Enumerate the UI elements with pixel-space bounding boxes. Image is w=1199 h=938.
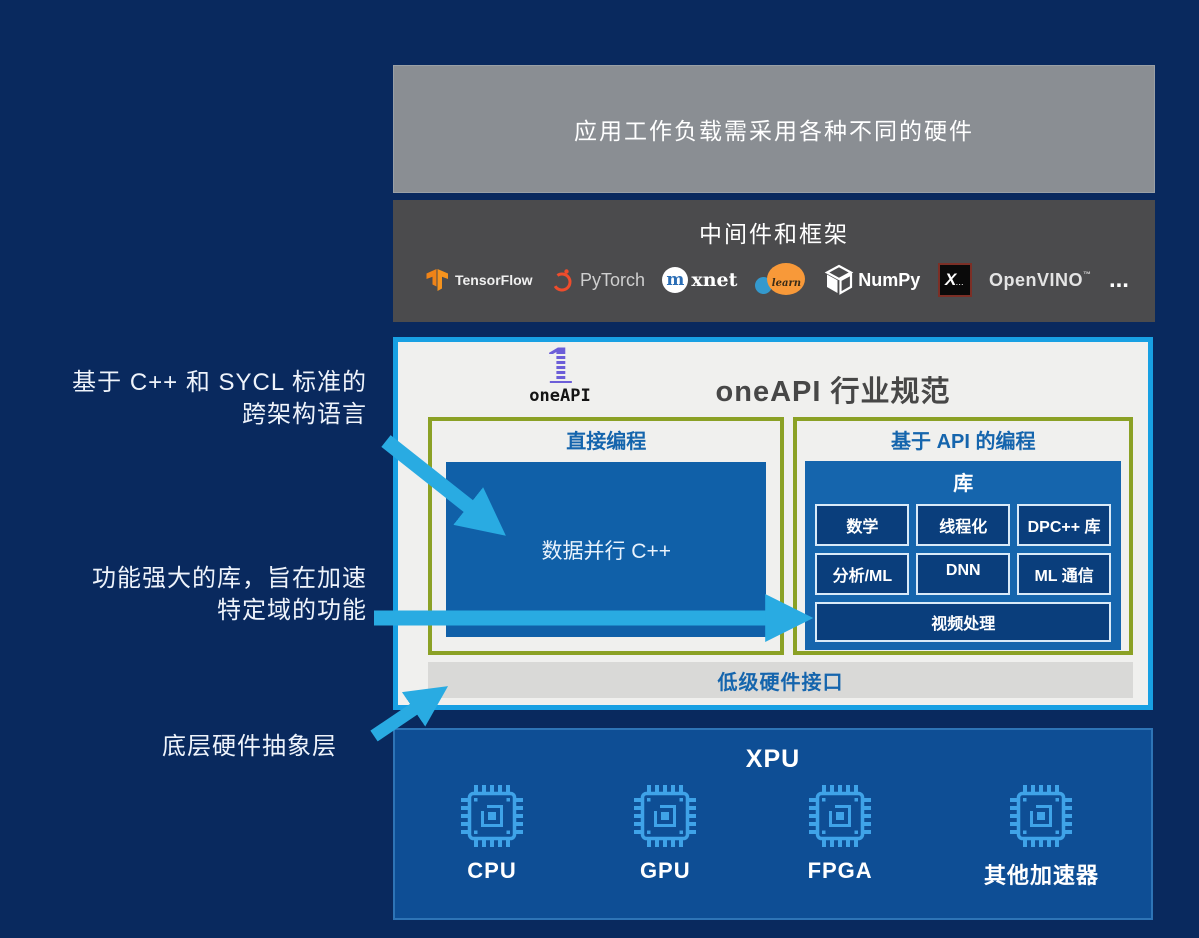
numpy-label: NumPy [858,269,921,290]
processor-cpu: CPU [461,785,523,890]
data-parallel-cpp-label: 数据并行 C++ [541,539,671,563]
processor-fpga: FPGA [808,785,873,890]
library-container: 库 数学 线程化 DPC++ 库 分析/ML DNN ML 通信 视频处理 [805,461,1121,650]
language-annotation: 基于 C++ 和 SYCL 标准的 跨架构语言 [72,369,367,428]
application-workloads-box: 应用工作负载需采用各种不同的硬件 [393,65,1155,193]
processor-row: CPU GPU [395,774,1151,890]
framework-logo-row: TensorFlow PyTorch m xnet learn [425,263,1129,297]
api-programming-header: 基于 API 的编程 [891,431,1036,453]
xgboost-logo: X... [937,263,972,297]
data-parallel-cpp-box: 数据并行 C++ [446,462,767,637]
oneapi-spec-box: 1 oneAPI oneAPI 行业规范 直接编程 数据并行 C++ 基于 AP… [393,337,1153,710]
xpu-box: XPU CPU [393,728,1153,920]
tensorflow-label: TensorFlow [455,272,533,288]
low-level-hw-interface-bar: 低级硬件接口 [428,662,1133,698]
spec-title: oneAPI 行业规范 [715,376,951,408]
processor-gpu: GPU [634,785,697,890]
pytorch-logo: PyTorch [550,266,645,294]
scikit-learn-logo: learn [754,263,807,297]
numpy-icon [824,264,854,295]
chip-icon [461,785,523,847]
tensorflow-logo: TensorFlow [425,268,533,293]
processor-other-accelerators: 其他加速器 [984,785,1099,890]
more-frameworks: ... [1108,266,1129,293]
direct-programming-header: 直接编程 [566,431,647,453]
other-accelerators-label: 其他加速器 [983,863,1099,888]
direct-programming-panel: 直接编程 数据并行 C++ [428,417,785,655]
xpu-title: XPU [745,745,801,773]
chip-icon [634,785,697,847]
library-button-grid: 数学 线程化 DPC++ 库 分析/ML DNN ML 通信 [815,504,1111,595]
oneapi-logo-wordmark: oneAPI [529,386,591,406]
fpga-label: FPGA [807,858,873,883]
library-math: 数学 [815,504,910,546]
pytorch-icon [552,269,572,292]
library-dnn: DNN [916,553,1011,595]
scikit-learn-label: learn [771,278,801,289]
openvino-logo: OpenVINO™ [989,270,1092,291]
xgboost-label: X [944,270,957,289]
middleware-title: 中间件和框架 [699,221,849,247]
library-video-processing: 视频处理 [815,602,1111,642]
pytorch-label: PyTorch [579,269,645,290]
library-dpcpp: DPC++ 库 [1017,504,1111,546]
xgboost-icon: X... [937,263,972,297]
library-analytics-ml: 分析/ML [815,553,910,595]
oneapi-logo-icon: 1 [543,343,576,391]
mxnet-label: xnet [691,269,738,291]
library-ml-comm: ML 通信 [1017,553,1111,595]
oneapi-logo: 1 oneAPI [520,343,600,406]
middleware-frameworks-box: 中间件和框架 TensorFlow PyTorch m xnet [393,200,1155,322]
ellipsis-icon: ... [1108,266,1129,293]
tensorflow-icon [426,268,448,291]
api-programming-panel: 基于 API 的编程 库 数学 线程化 DPC++ 库 分析/ML DNN ML… [793,417,1133,655]
chip-icon [809,785,872,847]
library-title: 库 [953,473,974,495]
openvino-label: OpenVINO™ [989,269,1092,290]
application-workloads-text: 应用工作负载需采用各种不同的硬件 [574,118,974,144]
low-level-hw-interface-label: 低级硬件接口 [717,671,844,694]
spec-panels: 直接编程 数据并行 C++ 基于 API 的编程 库 数学 线程化 DPC++ … [428,417,1133,655]
numpy-logo: NumPy [824,264,920,296]
library-threading: 线程化 [916,504,1011,546]
cpu-label: CPU [467,858,517,883]
abstraction-annotation: 底层硬件抽象层 [162,733,337,760]
scikit-learn-icon: learn [754,263,807,297]
mxnet-icon: m [662,267,689,293]
mxnet-logo: m xnet [662,267,737,293]
libraries-annotation: 功能强大的库，旨在加速 特定域的功能 [92,565,367,624]
chip-icon [1010,785,1073,847]
gpu-label: GPU [639,858,691,883]
